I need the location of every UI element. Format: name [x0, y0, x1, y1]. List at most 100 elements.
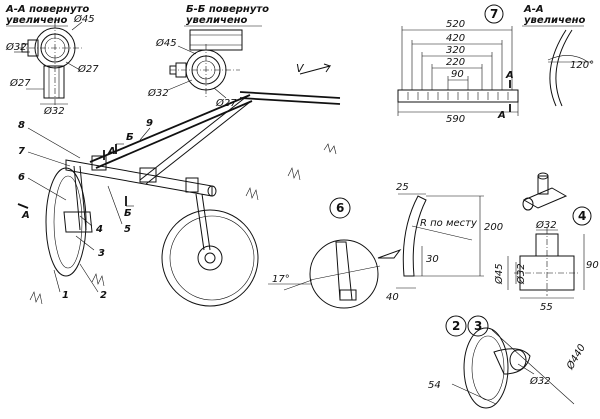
- brace: [145, 101, 251, 185]
- detail-7-badge-label: 7: [490, 7, 498, 21]
- direction-label: V: [296, 62, 305, 75]
- detail-7-view-profile: [549, 29, 567, 107]
- section-bb-dim-32: Ø32: [147, 87, 169, 99]
- detail-7-dim-90: 90: [451, 69, 464, 80]
- grass-tuft: [323, 143, 337, 155]
- detail-23-dim-32: Ø32: [529, 375, 551, 387]
- detail-23-badge-3: [467, 315, 489, 337]
- detail-6: 6 25 200 R по месту 30 40 17°: [268, 182, 503, 309]
- detail-4: 4 Ø32 Ø45 Ø32 90 55: [493, 172, 599, 313]
- clamp: [185, 177, 199, 193]
- leader-8: [27, 127, 81, 159]
- grass-tuft: [287, 167, 301, 181]
- section-mark-a: [17, 203, 29, 209]
- detail-6-inset-arrow: [377, 248, 402, 259]
- section-aa-dim-27a: Ø27: [77, 63, 99, 75]
- detail-23-hub-end: [509, 349, 527, 371]
- part-number-2: 2: [100, 290, 107, 301]
- direction-arrow: [299, 63, 332, 75]
- detail-7-mark-a2: А: [497, 110, 506, 121]
- detail-7-dimlines: [397, 26, 519, 116]
- detail-4-badge-label: 4: [578, 209, 586, 223]
- section-bb-leader: [167, 79, 193, 91]
- detail-4-dim-45: Ø45: [493, 263, 505, 285]
- left-disc: [45, 167, 87, 277]
- detail-7-angle: 120°: [570, 60, 594, 71]
- section-aa-title-line2: увеличено: [6, 15, 68, 26]
- part-number-8: 8: [18, 120, 25, 131]
- section-aa-dim-32b: Ø32: [43, 105, 65, 117]
- right-disc: [161, 209, 259, 307]
- detail-4-dim-55: 55: [540, 302, 553, 313]
- detail-23-dim-54: 54: [428, 380, 441, 391]
- grass-tuft: [245, 187, 259, 201]
- section-bb-dim-27: Ø27: [215, 97, 237, 109]
- detail-6-dim-30: 30: [426, 254, 439, 265]
- leader-9: [139, 127, 151, 141]
- leader-2: [79, 263, 99, 293]
- right-disc-hub: [197, 245, 223, 271]
- detail-7-bar: [397, 89, 519, 103]
- detail-7-view-profile: [555, 29, 573, 107]
- detail-6-leader: [411, 225, 473, 241]
- detail-4-dim-32a: Ø32: [535, 219, 557, 231]
- clamp: [91, 155, 107, 171]
- section-aa: А-А повернуто увеличено Ø45 Ø32 Ø27 Ø27 …: [5, 4, 99, 117]
- section-bb-dim-45: Ø45: [155, 37, 177, 49]
- section-aa-leg: [43, 65, 65, 99]
- detail-6-dim-40: 40: [386, 292, 399, 303]
- left-hub: [63, 211, 93, 233]
- detail-7-dim-520: 520: [446, 19, 465, 30]
- section-mark-b2-label: Б: [124, 208, 132, 219]
- detail-7: 7 520 420 320 220 90 590 А А А-А уве: [397, 4, 594, 125]
- detail-7-dim-220: 220: [446, 57, 465, 68]
- leader-6: [27, 177, 67, 201]
- part-number-4: 4: [95, 224, 103, 235]
- detail-7-dim-420: 420: [446, 33, 465, 44]
- detail-4-iso-stem-end: [537, 172, 549, 180]
- leader-4: [79, 215, 93, 227]
- detail-7-badge: [484, 4, 504, 24]
- section-mark-a2-label: А: [21, 210, 30, 221]
- detail-23-hub: [493, 348, 531, 375]
- cross-beam-end: [207, 185, 217, 197]
- detail-23-badge-2: [445, 315, 467, 337]
- part-number-3: 3: [98, 248, 105, 259]
- right-stand: [195, 193, 205, 251]
- leader-1: [53, 269, 61, 293]
- section-aa-dim-45: Ø45: [73, 13, 95, 25]
- section-bb: Б-Б повернуто увеличено Ø45 Ø32 Ø27: [147, 4, 269, 109]
- clamp: [139, 167, 157, 183]
- left-stand: [79, 165, 87, 231]
- part-number-7: 7: [18, 146, 25, 157]
- detail-6-angle-line: [283, 279, 313, 291]
- detail-23-dim-440: Ø440: [564, 342, 588, 372]
- detail-7-holes: [407, 92, 509, 100]
- section-mark-a-label: А: [107, 146, 116, 157]
- detail-7-dim-590: 590: [446, 114, 465, 125]
- detail-23-leader: [517, 363, 535, 375]
- detail-7-mark-a: А: [505, 70, 514, 81]
- right-disc-inner: [169, 215, 255, 301]
- detail-6-dim-25: 25: [396, 182, 409, 193]
- detail-6-badge: [329, 197, 351, 219]
- section-bb-leader: [177, 45, 197, 55]
- left-stand: [73, 165, 81, 231]
- section-bb-title-line2: увеличено: [186, 15, 248, 26]
- part-number-5: 5: [124, 224, 131, 235]
- detail-6-angle: 17°: [272, 274, 290, 285]
- section-bb-bolt: [169, 62, 187, 78]
- detail-6-inset-tine: [335, 241, 353, 301]
- handle-bar: [239, 97, 341, 105]
- detail-4-iso-stem: [537, 175, 549, 195]
- part-number-6: 6: [18, 172, 25, 183]
- grass-tuft: [29, 291, 43, 305]
- section-aa-leader: [71, 21, 83, 31]
- brace: [139, 96, 247, 181]
- detail-4-iso-body: [522, 187, 568, 209]
- detail-23-disc-inner: [471, 335, 505, 401]
- detail-6-inset-axis: [309, 265, 381, 281]
- section-aa-dim-32: Ø32: [5, 41, 27, 53]
- detail-4-dim-90: 90: [586, 260, 599, 271]
